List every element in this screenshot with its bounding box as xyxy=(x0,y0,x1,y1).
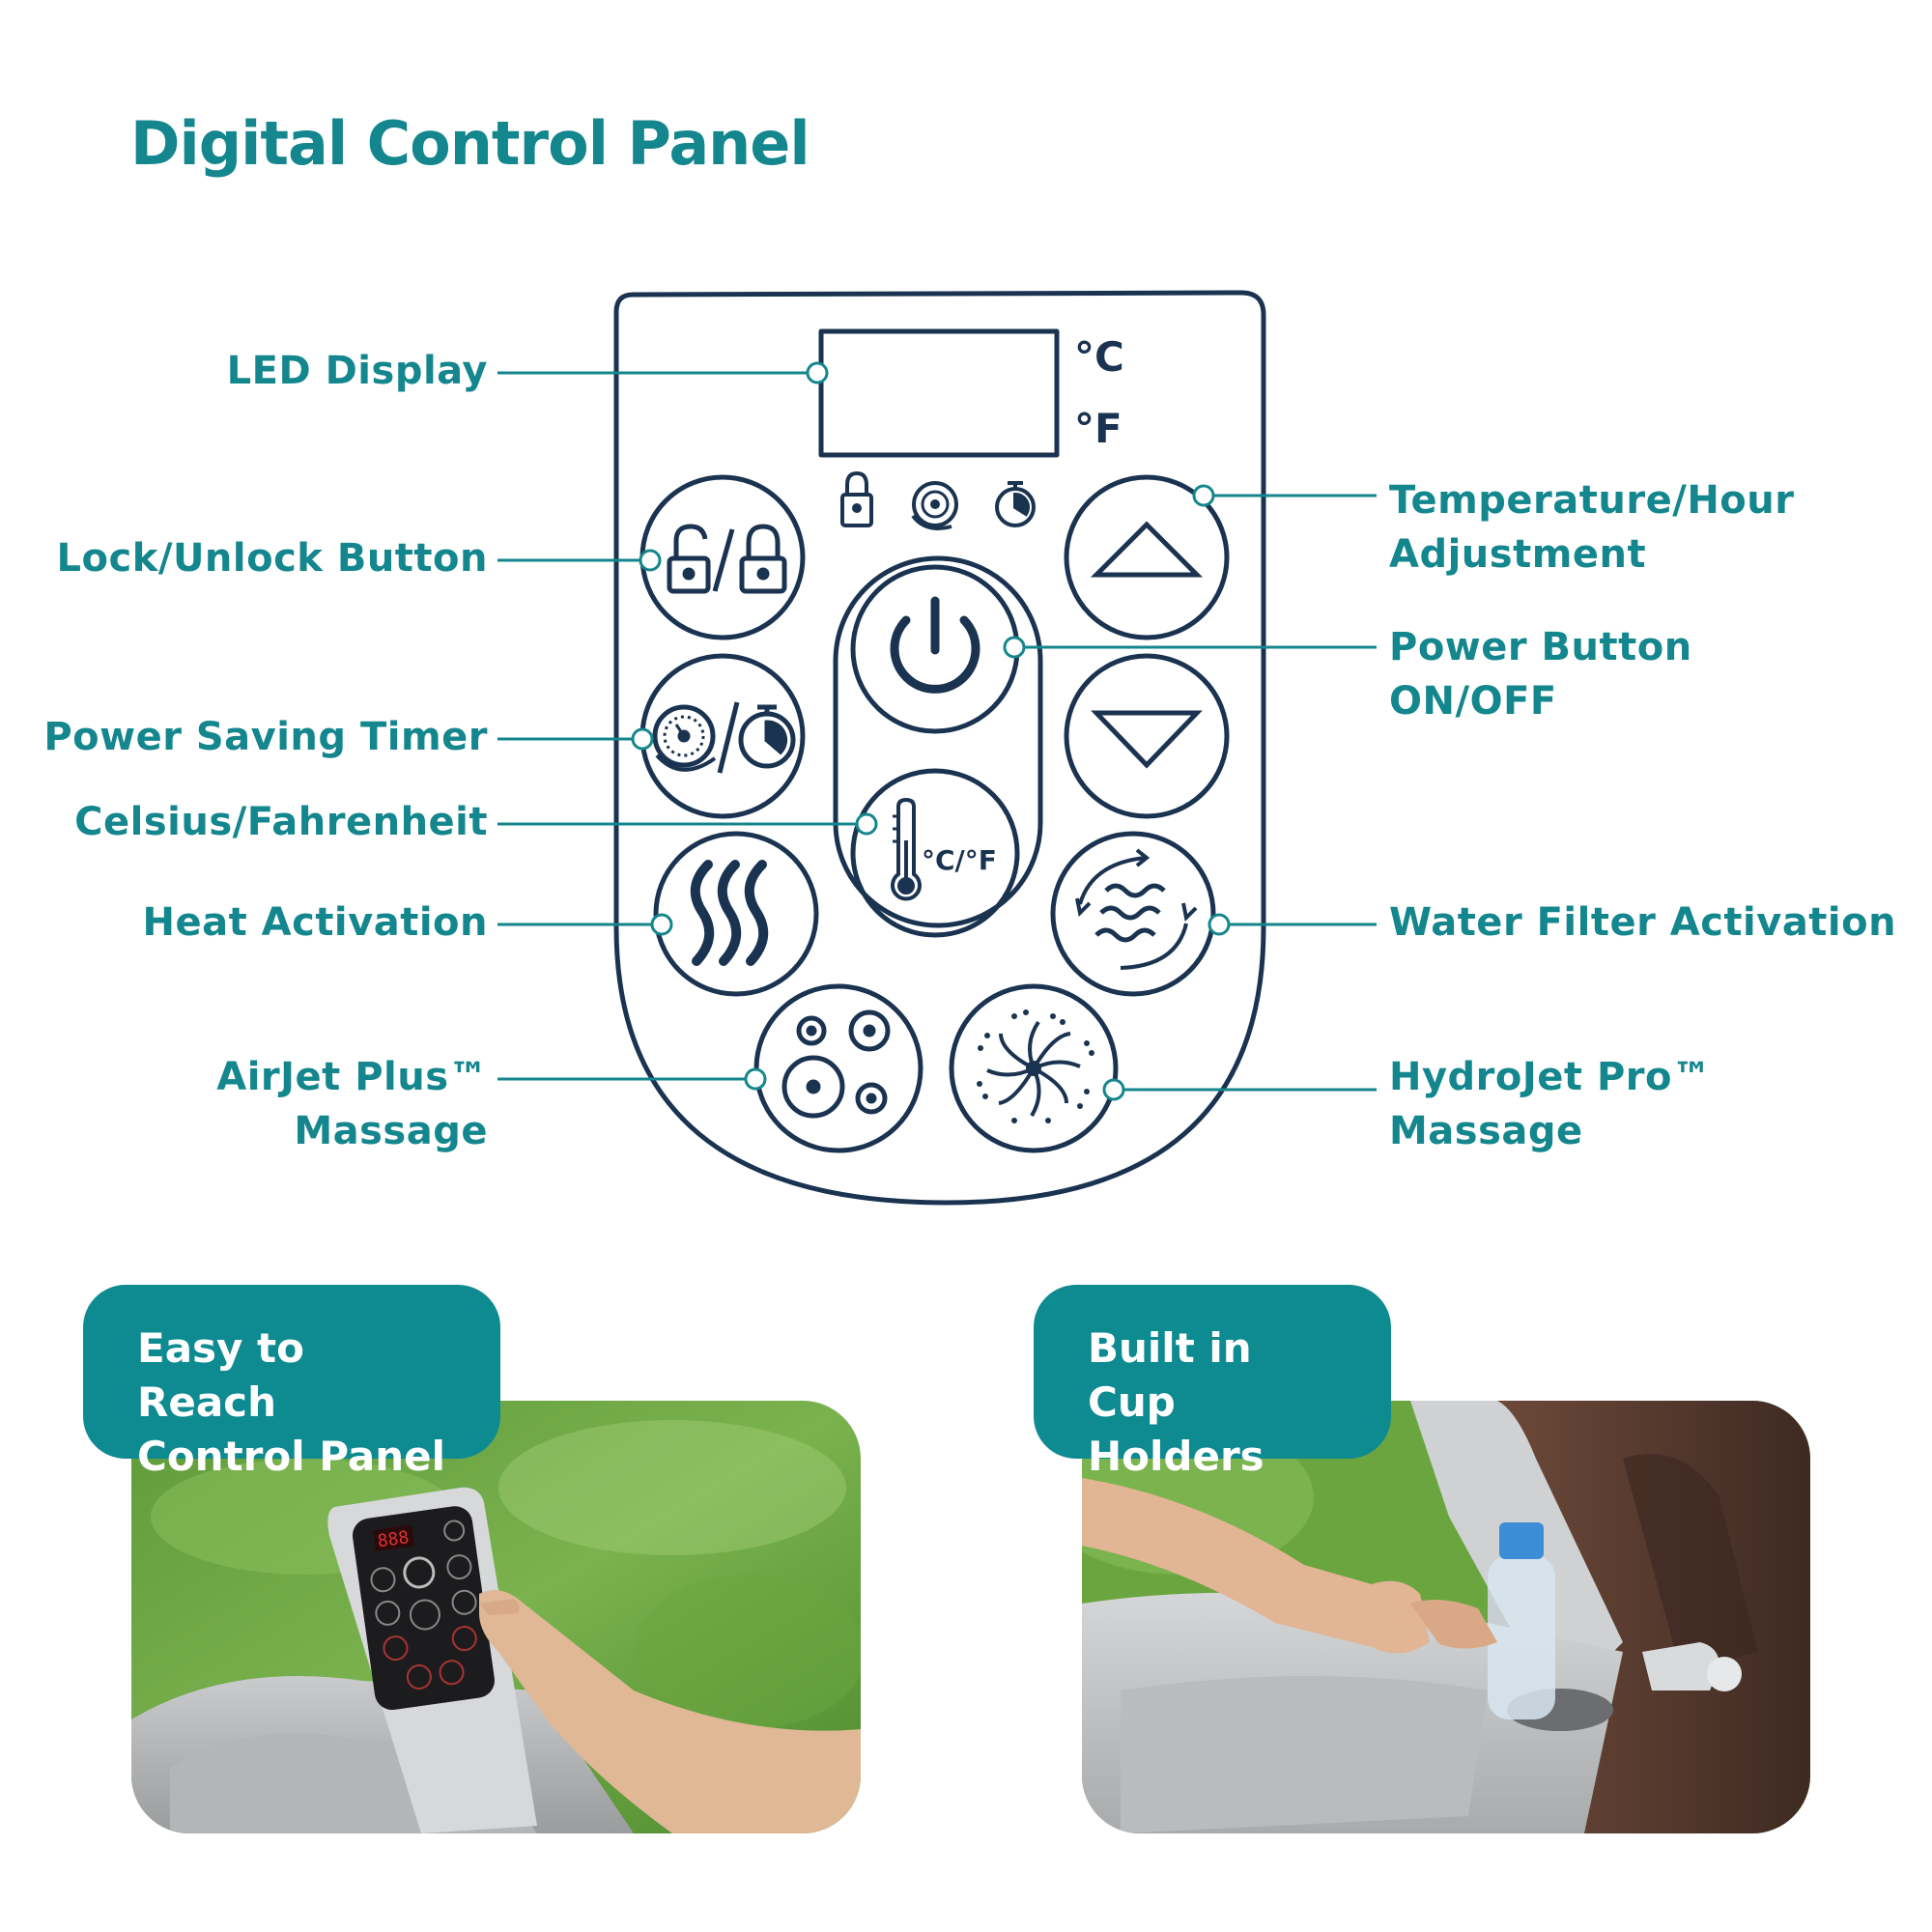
leader-dots xyxy=(631,361,1231,1101)
label-water-filter: Water Filter Activation xyxy=(1389,900,1897,945)
label-heat-activation: Heat Activation xyxy=(142,900,488,945)
unit-celsius: °C xyxy=(1074,333,1124,381)
gauge-icon xyxy=(652,704,717,772)
power-icon xyxy=(890,596,980,694)
label-power-line1: Power Button xyxy=(1389,625,1692,669)
spray-dots xyxy=(977,1009,1094,1123)
led-display xyxy=(818,328,1060,458)
heat-activation-button xyxy=(653,831,819,997)
photo-control-panel-illustration: 888 xyxy=(131,1401,861,1833)
badge-easy-to-reach: Easy to Reach Control Panel xyxy=(83,1285,500,1480)
badge-cup-holders: Built in Cup Holders xyxy=(1034,1285,1391,1480)
photo-cup-holders xyxy=(1082,1401,1810,1833)
unit-fahrenheit: °F xyxy=(1074,405,1122,452)
photo-control-panel: 888 xyxy=(131,1401,861,1833)
gauge-status-icon xyxy=(911,481,958,530)
center-pill xyxy=(833,555,1043,928)
page-title: Digital Control Panel xyxy=(130,108,810,179)
label-airjet-line2: Massage xyxy=(294,1109,488,1153)
label-celsius-fahrenheit: Celsius/Fahrenheit xyxy=(74,800,488,844)
swirl-icon xyxy=(986,1020,1081,1118)
lock-status-icon xyxy=(840,470,873,527)
badge-cup-line2: Holders xyxy=(1088,1433,1264,1480)
lock-unlock-button xyxy=(639,474,806,640)
label-power-button: Power Button ON/OFF xyxy=(1389,620,1692,728)
heat-waves-icon xyxy=(690,860,769,966)
label-airjet-line1: AirJet Plus™ xyxy=(216,1055,488,1099)
lock-icon xyxy=(739,524,787,594)
water-filter-button xyxy=(1050,831,1216,997)
bubbles-icon xyxy=(781,1009,891,1119)
power-button xyxy=(850,564,1020,734)
label-power-saving-timer: Power Saving Timer xyxy=(43,715,488,759)
airjet-massage-button xyxy=(753,983,923,1153)
unlock-icon xyxy=(667,524,711,594)
label-hydrojet-massage: HydroJet Pro™ Massage xyxy=(1389,1050,1711,1158)
label-hydrojet-line1: HydroJet Pro™ xyxy=(1389,1055,1712,1099)
photo-cup-holders-illustration xyxy=(1082,1401,1810,1833)
thermometer-icon xyxy=(891,797,922,901)
label-airjet-massage: AirJet Plus™ Massage xyxy=(216,1050,488,1158)
temperature-up-button xyxy=(1064,474,1230,640)
label-power-line2: ON/OFF xyxy=(1389,679,1557,724)
hydrojet-massage-button xyxy=(949,983,1119,1153)
arrow-down-icon xyxy=(1091,710,1203,769)
label-temp-line2: Adjustment xyxy=(1389,532,1647,577)
label-temperature-adjustment: Temperature/Hour Adjustment xyxy=(1389,473,1794,582)
badge-easy-line1: Easy to Reach xyxy=(137,1324,304,1426)
panel-outline xyxy=(613,290,1266,1206)
filter-flow-icon xyxy=(1075,848,1198,970)
label-hydrojet-line2: Massage xyxy=(1389,1109,1583,1153)
temperature-down-button xyxy=(1064,653,1230,819)
cf-button-label: °C/°F xyxy=(922,844,997,876)
svg-text:888: 888 xyxy=(377,1527,411,1551)
celsius-fahrenheit-button xyxy=(850,768,1020,938)
power-saving-timer-button xyxy=(639,653,806,819)
badge-cup-line1: Built in Cup xyxy=(1088,1324,1252,1426)
badge-easy-line2: Control Panel xyxy=(137,1433,446,1480)
stopwatch-icon xyxy=(738,704,796,769)
label-temp-line1: Temperature/Hour xyxy=(1389,478,1795,523)
label-led-display: LED Display xyxy=(226,349,488,393)
stopwatch-status-icon xyxy=(995,481,1036,527)
arrow-up-icon xyxy=(1090,521,1204,578)
label-lock-unlock: Lock/Unlock Button xyxy=(56,536,488,581)
